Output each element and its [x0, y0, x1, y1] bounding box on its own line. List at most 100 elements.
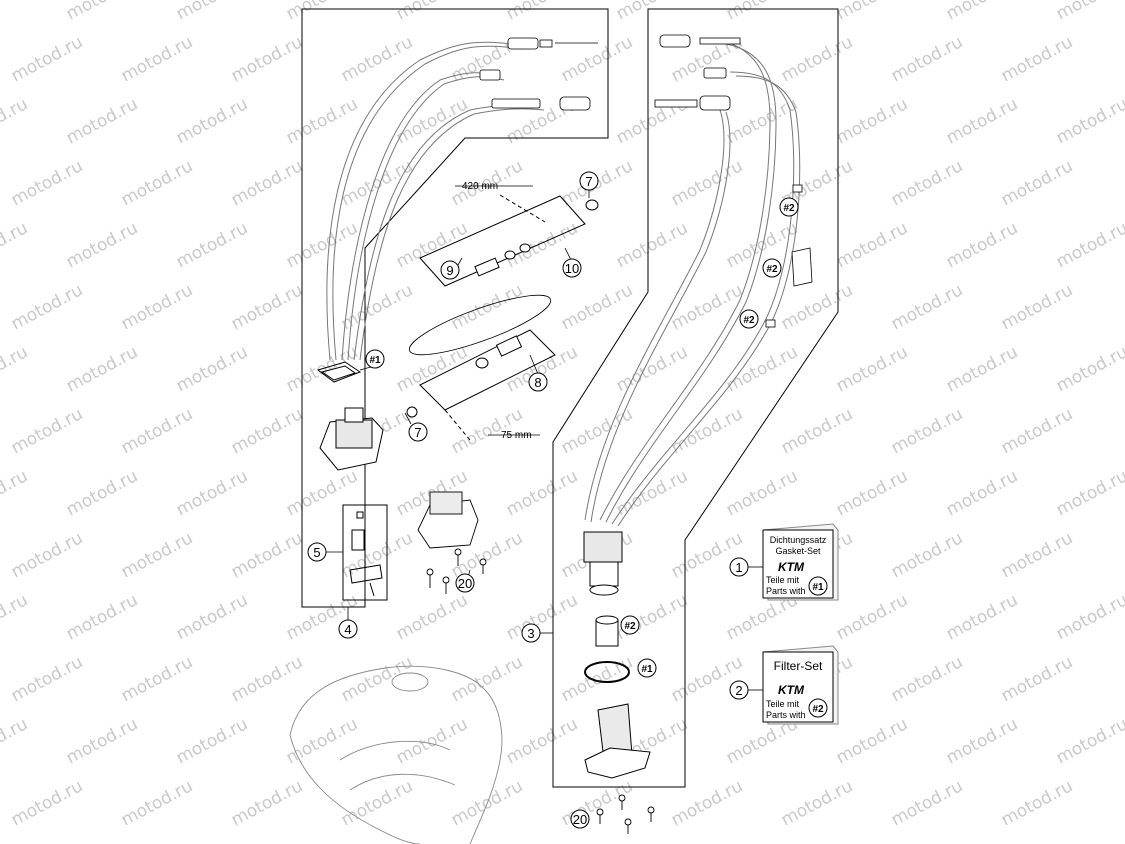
watermark-text: motod.ru [283, 94, 361, 148]
watermark-text: motod.ru [1053, 218, 1125, 272]
kit-2-brand-logo: KTM [778, 683, 805, 697]
watermark-text: motod.ru [8, 32, 86, 86]
kit-2-title: Filter-Set [774, 659, 823, 673]
right-hose-connectors [654, 34, 813, 328]
svg-text:#2: #2 [783, 203, 795, 214]
watermark-text: motod.ru [503, 590, 581, 644]
watermark-text: motod.ru [998, 776, 1076, 830]
callout-5: 5 [307, 542, 327, 562]
watermark-text: motod.ru [888, 776, 966, 830]
watermark-text: motod.ru [8, 280, 86, 334]
fuel-filter [595, 615, 619, 647]
watermark-text: motod.ru [833, 590, 911, 644]
watermark-text: motod.ru [173, 590, 251, 644]
watermark-text: motod.ru [723, 94, 801, 148]
svg-text:5: 5 [313, 545, 320, 560]
watermark-text: motod.ru [118, 776, 196, 830]
watermark-text: motod.ru [943, 466, 1021, 520]
left-pump-assembly-frame [301, 8, 609, 608]
kit-1-parts-line2: Parts with [766, 586, 806, 596]
watermark-text: motod.ru [118, 32, 196, 86]
kit-1-ref: #1 [812, 582, 824, 593]
watermark-text: motod.ru [283, 714, 361, 768]
watermark-text: motod.ru [0, 0, 31, 24]
watermark-text: motod.ru [723, 218, 801, 272]
watermark-text: motod.ru [558, 280, 636, 334]
watermark-text: motod.ru [1053, 590, 1125, 644]
callout-4: 4 [338, 619, 358, 639]
watermark-text: motod.ru [558, 776, 636, 830]
svg-text:2: 2 [735, 683, 742, 698]
watermark-text: motod.ru [8, 776, 86, 830]
left-hose-connectors [479, 37, 598, 111]
svg-text:8: 8 [534, 375, 541, 390]
pump-unit-right [583, 531, 623, 596]
watermark-text: motod.ru [228, 652, 306, 706]
watermark-text: motod.ru [8, 404, 86, 458]
kit-2-parts-line2: Parts with [766, 710, 806, 720]
watermark-text: motod.ru [228, 528, 306, 582]
watermark-text: motod.ru [228, 280, 306, 334]
watermark-text: motod.ru [998, 156, 1076, 210]
watermark-text: motod.ru [338, 32, 416, 86]
watermark-text: motod.ru [943, 218, 1021, 272]
watermark-text: motod.ru [173, 466, 251, 520]
kit-2-ref: #2 [812, 704, 824, 715]
watermark-text: motod.ru [448, 652, 526, 706]
watermark-text: motod.ru [63, 94, 141, 148]
watermark-text: motod.ru [118, 528, 196, 582]
hose-loop [408, 294, 552, 356]
svg-text:#1: #1 [369, 355, 381, 366]
watermark-text: motod.ru [778, 280, 856, 334]
watermark-text: motod.ru [338, 528, 416, 582]
watermark-text: motod.ru [833, 0, 911, 24]
callout-3: 3 [521, 623, 541, 643]
watermark-text: motod.ru [63, 0, 141, 24]
svg-text:7: 7 [585, 174, 592, 189]
watermark-text: motod.ru [1053, 342, 1125, 396]
watermark-text: motod.ru [1053, 0, 1125, 24]
kit-1-title-line2: Gasket-Set [775, 546, 821, 556]
watermark-text: motod.ru [0, 590, 31, 644]
pump-unit-left [316, 361, 384, 471]
watermark-text: motod.ru [943, 342, 1021, 396]
watermark-text: motod.ru [283, 466, 361, 520]
svg-text:3: 3 [527, 626, 534, 641]
callout-7-top: 7 [579, 171, 599, 191]
watermark-text: motod.ru [723, 0, 801, 24]
svg-text:20: 20 [458, 576, 472, 591]
watermark-text: motod.ru [723, 466, 801, 520]
watermark-text: motod.ru [63, 466, 141, 520]
watermark-text: motod.ru [888, 280, 966, 334]
pump-housing [584, 703, 651, 779]
kit-1-brand-logo: KTM [778, 560, 805, 574]
left-fuel-hoses [326, 41, 545, 361]
watermark-text: motod.ru [1053, 714, 1125, 768]
callout-2: 2 [729, 680, 749, 700]
ref-2-filter: #2 [620, 615, 640, 635]
svg-text:#1: #1 [641, 664, 653, 675]
watermark-text: motod.ru [613, 218, 691, 272]
watermark-text: motod.ru [613, 0, 691, 24]
callout-20-centre: 20 [455, 573, 475, 593]
watermark-text: motod.ru [778, 32, 856, 86]
svg-text:4: 4 [344, 622, 351, 637]
watermark-text: motod.ru [283, 218, 361, 272]
watermark-text: motod.ru [118, 156, 196, 210]
watermark-text: motod.ru [118, 404, 196, 458]
watermark-text: motod.ru [833, 466, 911, 520]
hose-kit-420mm [419, 194, 599, 287]
sensor-detail-box [342, 504, 388, 601]
watermark-text: motod.ru [503, 714, 581, 768]
kit-1-title-line1: Dichtungssatz [770, 535, 827, 545]
watermark-text: motod.ru [888, 652, 966, 706]
watermark-text: motod.ru [998, 404, 1076, 458]
svg-text:7: 7 [414, 425, 421, 440]
watermark-text: motod.ru [283, 0, 361, 24]
right-pump-assembly-frame [552, 8, 839, 788]
hose-kit-75mm [406, 329, 556, 441]
watermark-text: motod.ru [0, 218, 31, 272]
